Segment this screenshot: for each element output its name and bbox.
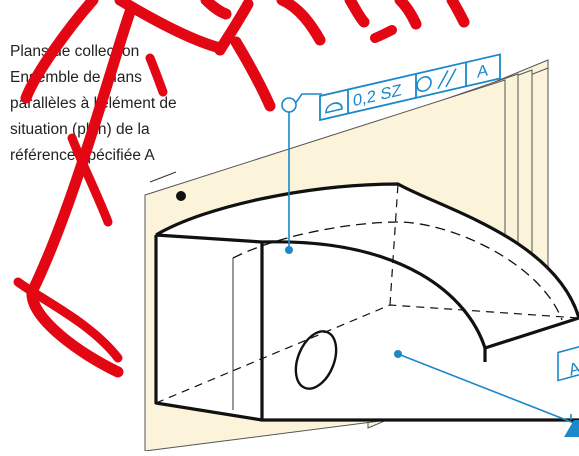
callout-line-1: Plans de collection	[10, 43, 139, 60]
part-front-face	[262, 241, 579, 420]
callout-line-3: parallèles à l'élément de	[10, 95, 177, 112]
leader-end-dot	[285, 246, 293, 254]
callout-line-4: situation (plan) de la	[10, 121, 150, 138]
all-around-circle-icon	[281, 97, 297, 113]
annotation: A 0,2 SZ A	[281, 53, 579, 437]
datum-reference: A	[477, 60, 489, 81]
datum-box	[557, 344, 579, 382]
part-hole	[294, 330, 338, 390]
profile-of-surface-icon	[325, 102, 343, 114]
part-outline	[154, 182, 579, 422]
hidden-edges	[155, 183, 579, 404]
part-top-curved-face	[156, 184, 579, 348]
callout-leader-dot	[176, 191, 186, 201]
part-left-face	[156, 235, 262, 420]
parallelism-icon	[437, 68, 457, 90]
leader-line-datum	[397, 353, 579, 426]
connector-circle-icon	[416, 75, 432, 92]
datum-leader-dot	[394, 350, 402, 358]
callout-leader-line	[149, 171, 177, 183]
datum-label: A	[567, 358, 579, 379]
watermark-overlay	[13, 0, 470, 378]
datum-triangle-icon	[564, 420, 579, 437]
part-top-inner-curve	[232, 221, 563, 321]
part	[154, 182, 579, 422]
